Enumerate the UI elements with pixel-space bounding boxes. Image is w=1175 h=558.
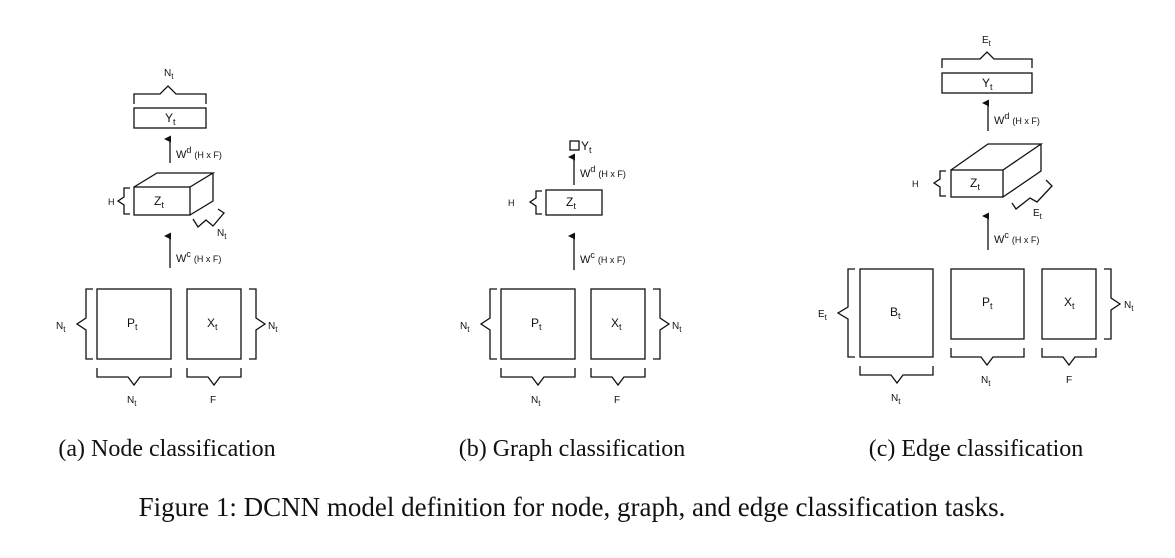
wc-label: Wc(H x F) <box>580 250 625 266</box>
left-label: Nt <box>460 321 470 334</box>
h-label: H <box>108 197 115 207</box>
z-depth-brace <box>192 208 225 228</box>
panel-caption: (b) Graph classification <box>459 436 686 462</box>
b-matrix <box>859 268 934 358</box>
y-brace-label: Nt <box>164 68 174 81</box>
x-bottom-label: F <box>210 395 216 406</box>
left-label: Nt <box>56 321 66 334</box>
y-width-brace <box>941 51 1033 68</box>
z-label: Zt <box>566 195 576 211</box>
p-label: Pt <box>531 316 542 332</box>
p-bottom-brace <box>950 348 1025 367</box>
y-brace-label: Et <box>982 35 992 48</box>
panel-caption: (c) Edge classification <box>869 436 1084 462</box>
figure-caption: Figure 1: DCNN model definition for node… <box>139 492 1006 522</box>
z-label: Zt <box>970 176 980 192</box>
p-matrix <box>96 288 172 360</box>
y-output-box <box>941 72 1033 94</box>
h-brace <box>116 187 130 215</box>
p-matrix <box>500 288 576 360</box>
z-label: Zt <box>154 194 164 210</box>
h-brace <box>528 190 542 215</box>
wc-label: Wc(H x F) <box>176 249 221 265</box>
z-hidden-box <box>545 189 603 216</box>
h-brace <box>932 170 946 197</box>
right-label: Nt <box>672 321 682 334</box>
left-brace <box>479 288 497 360</box>
wd-label: Wd(H x F) <box>994 111 1040 127</box>
p-label: Pt <box>127 316 138 332</box>
y-width-brace <box>133 85 207 104</box>
left-brace <box>836 268 855 358</box>
z-depth-label: Nt <box>217 228 227 241</box>
x-label: Xt <box>207 316 218 332</box>
h-label: H <box>508 198 515 208</box>
p-matrix <box>950 268 1025 340</box>
left-label: Et <box>818 309 828 322</box>
b-label: Bt <box>890 305 901 321</box>
x-bottom-brace <box>186 368 242 387</box>
right-label: Nt <box>1124 300 1134 313</box>
right-label: Nt <box>268 321 278 334</box>
wd-label: Wd(H x F) <box>580 164 626 180</box>
p-bottom-brace <box>96 368 172 387</box>
x-label: Xt <box>1064 295 1075 311</box>
z-hidden-cuboid <box>950 143 1044 198</box>
x-matrix <box>590 288 646 360</box>
p-bottom-label: Nt <box>531 395 541 408</box>
right-brace <box>249 288 267 360</box>
b-bottom-label: Nt <box>891 393 901 406</box>
x-bottom-label: F <box>1066 375 1072 386</box>
x-matrix <box>186 288 242 360</box>
z-depth-brace <box>1011 179 1053 210</box>
z-hidden-cuboid <box>133 172 216 216</box>
x-bottom-brace <box>590 368 646 387</box>
y-output-box <box>569 140 580 151</box>
panel-graph-classification: Yt Wd(H x F) Zt H Wc(H x F) Pt Xt Nt Nt … <box>459 139 686 462</box>
y-output-label: Yt <box>982 76 993 92</box>
y-output-box <box>133 107 207 129</box>
wd-label: Wd(H x F) <box>176 145 222 161</box>
wc-label: Wc(H x F) <box>994 230 1039 246</box>
h-label: H <box>912 179 919 189</box>
panel-edge-classification: Et Yt Wd(H x F) Zt H Et Wc(H x F) Bt Pt … <box>818 35 1134 462</box>
b-bottom-brace <box>859 366 934 385</box>
right-brace <box>653 288 671 360</box>
x-bottom-brace <box>1041 348 1097 367</box>
p-bottom-label: Nt <box>981 375 991 388</box>
x-label: Xt <box>611 316 622 332</box>
p-bottom-brace <box>500 368 576 387</box>
x-matrix <box>1041 268 1097 340</box>
y-output-label: Yt <box>581 139 592 155</box>
p-label: Pt <box>982 295 993 311</box>
panel-caption: (a) Node classification <box>58 436 275 462</box>
right-brace <box>1104 268 1122 340</box>
p-bottom-label: Nt <box>127 395 137 408</box>
x-bottom-label: F <box>614 395 620 406</box>
left-brace <box>75 288 93 360</box>
y-output-label: Yt <box>165 111 176 127</box>
panel-node-classification: Nt Yt Wd(H x F) Zt H Nt Wc(H x F) Pt Xt … <box>56 68 278 462</box>
z-depth-label: Et <box>1033 208 1043 221</box>
